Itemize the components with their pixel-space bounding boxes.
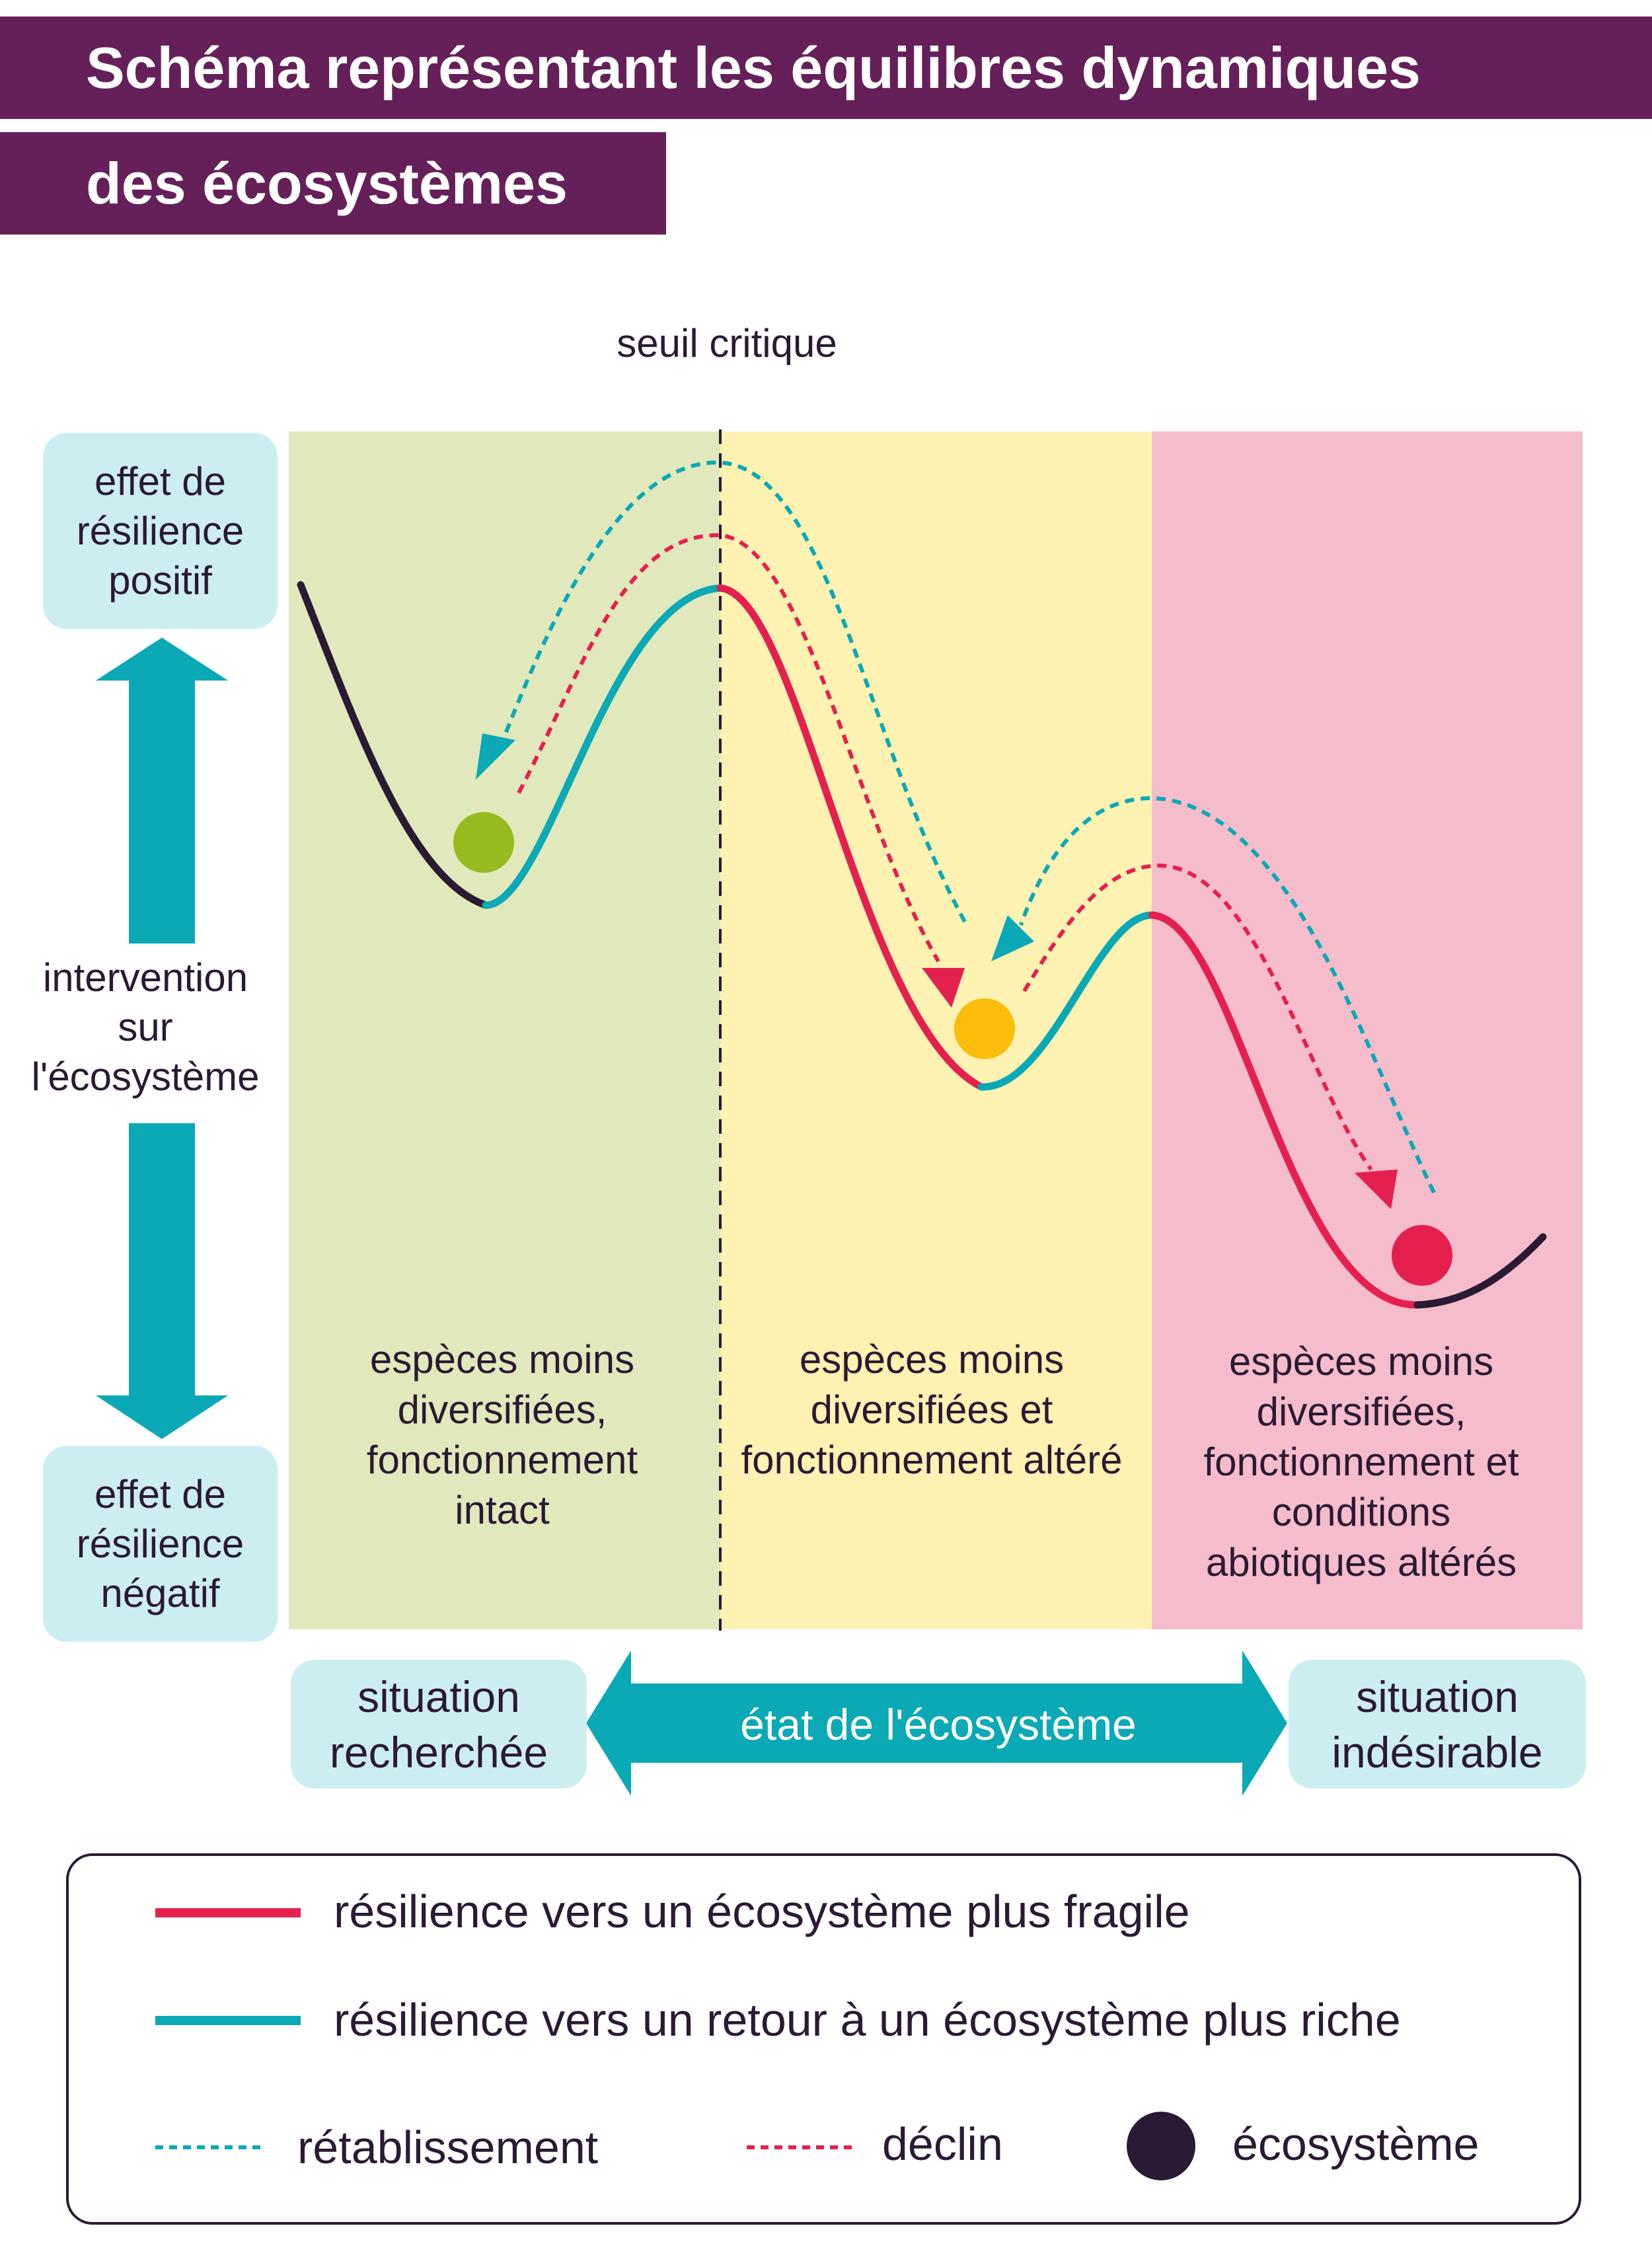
positive-resilience-label: effet de résilience positif bbox=[76, 459, 244, 603]
ecosystem-ball-red bbox=[1392, 1225, 1452, 1286]
page-title-line1: Schéma représentant les équilibres dynam… bbox=[86, 34, 1421, 100]
title-bar-line1: Schéma représentant les équilibres dynam… bbox=[0, 17, 1652, 119]
desired-situation-pill: situation recherchée bbox=[291, 1660, 587, 1789]
double-arrow-icon bbox=[586, 1650, 1287, 1796]
landscape-red-2 bbox=[1148, 911, 1421, 1309]
landscape-teal-2 bbox=[977, 911, 1156, 1091]
negative-resilience-pill: effet de résilience négatif bbox=[43, 1446, 278, 1642]
recovery-arrowhead-2 bbox=[991, 915, 1034, 961]
decline-arrowhead-2 bbox=[1355, 1169, 1398, 1209]
down-arrow-icon bbox=[96, 1123, 228, 1439]
undesirable-situation-label: situation indésirable bbox=[1332, 1672, 1543, 1777]
landscape-teal-1 bbox=[482, 584, 724, 909]
recovery-arrowhead-1 bbox=[476, 733, 515, 780]
positive-resilience-pill: effet de résilience positif bbox=[43, 433, 278, 629]
landscape-dark-right bbox=[1413, 1233, 1547, 1309]
legend-rich-label: résilience vers un retour à un écosystèm… bbox=[334, 1994, 1401, 2046]
legend-recovery-label: rétablissement bbox=[297, 2122, 599, 2173]
zone-altered-text: espèces moins diversifiées et fonctionne… bbox=[741, 1337, 1123, 1482]
ecosystem-ball-yellow bbox=[954, 998, 1015, 1059]
up-arrow-icon bbox=[96, 638, 228, 944]
zone-altered bbox=[720, 431, 1152, 1629]
landscape-dark-left bbox=[297, 581, 490, 909]
intervention-label: intervention sur l'écosystème bbox=[31, 955, 260, 1099]
legend-swatch-ecosystem bbox=[1127, 2112, 1195, 2180]
zone-intact-text: espèces moins diversifiées, fonctionneme… bbox=[366, 1337, 638, 1532]
ecosystem-state-label: état de l'écosystème bbox=[740, 1700, 1137, 1749]
zone-abiotic bbox=[1152, 431, 1583, 1629]
undesirable-situation-pill: situation indésirable bbox=[1289, 1660, 1586, 1789]
ecosystem-ball-green bbox=[453, 812, 514, 873]
threshold-label: seuil critique bbox=[617, 321, 837, 365]
landscape-red-1 bbox=[716, 584, 985, 1091]
legend-decline-label: déclin bbox=[882, 2118, 1003, 2170]
legend-box bbox=[66, 1853, 1581, 2225]
title-bar-line2: des écosystèmes bbox=[0, 132, 666, 235]
legend-fragile-label: résilience vers un écosystème plus fragi… bbox=[334, 1886, 1190, 1937]
decline-arrow-1 bbox=[517, 533, 940, 963]
legend-ecosystem-label: écosystème bbox=[1232, 2118, 1480, 2170]
recovery-arrow-1 bbox=[497, 460, 967, 923]
page-title-line2: des écosystèmes bbox=[86, 150, 568, 216]
zone-abiotic-text: espèces moins diversifiées, fonctionneme… bbox=[1203, 1339, 1519, 1584]
decline-arrow-2 bbox=[1022, 863, 1373, 1171]
desired-situation-label: situation recherchée bbox=[329, 1672, 548, 1777]
decline-arrowhead-1 bbox=[922, 968, 965, 1008]
recovery-arrow-2 bbox=[1019, 796, 1436, 1194]
negative-resilience-label: effet de résilience négatif bbox=[76, 1472, 244, 1615]
